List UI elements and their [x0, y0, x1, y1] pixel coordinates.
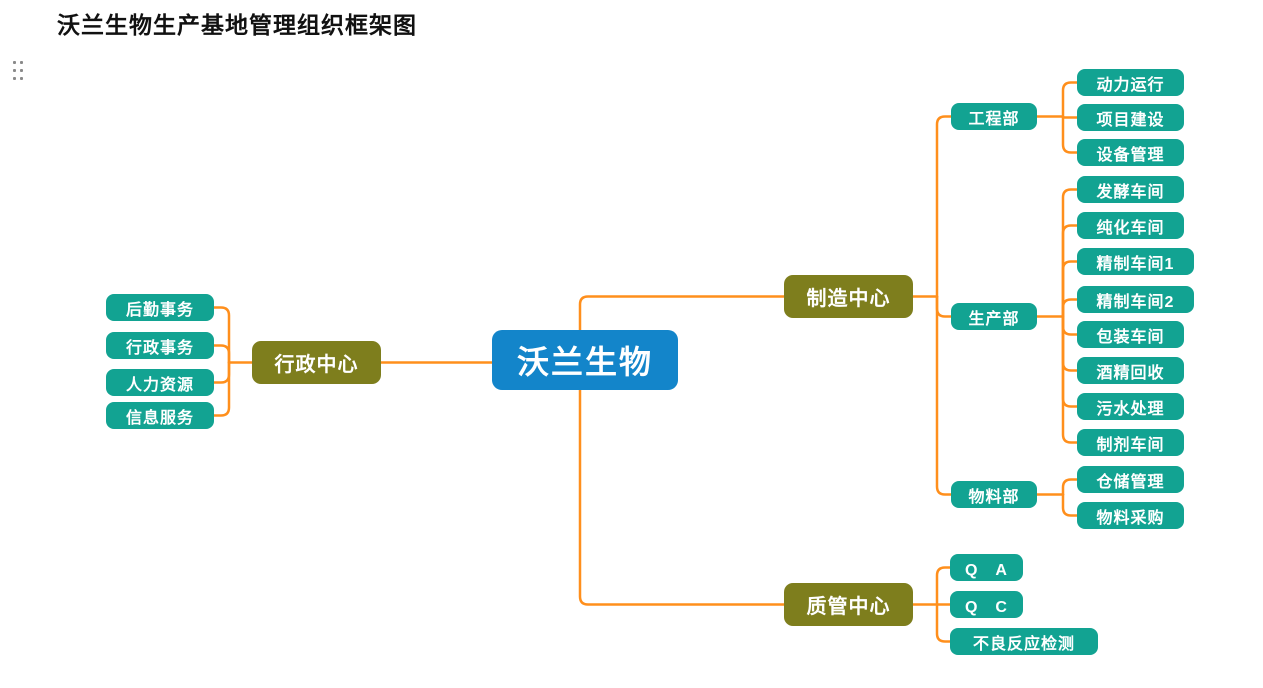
node-equipment-management[interactable]: 设备管理	[1077, 139, 1184, 166]
node-quality-center[interactable]: 质管中心	[784, 583, 913, 626]
node-qc[interactable]: Q C	[950, 591, 1023, 618]
node-power-operation[interactable]: 动力运行	[1077, 69, 1184, 96]
node-purification-workshop[interactable]: 纯化车间	[1077, 212, 1184, 239]
node-manufacturing-center[interactable]: 制造中心	[784, 275, 913, 318]
drag-handle-icon[interactable]	[13, 61, 23, 80]
node-packaging-workshop[interactable]: 包装车间	[1077, 321, 1184, 348]
node-sewage-treatment[interactable]: 污水处理	[1077, 393, 1184, 420]
node-admin-center[interactable]: 行政中心	[252, 341, 381, 384]
node-engineering-dept[interactable]: 工程部	[951, 103, 1037, 130]
node-adverse-reaction-testing[interactable]: 不良反应检测	[950, 628, 1098, 655]
node-alcohol-recovery[interactable]: 酒精回收	[1077, 357, 1184, 384]
node-preparation-workshop[interactable]: 制剂车间	[1077, 429, 1184, 456]
node-qa[interactable]: Q A	[950, 554, 1023, 581]
node-human-resources[interactable]: 人力资源	[106, 369, 214, 396]
node-root[interactable]: 沃兰生物	[492, 330, 678, 390]
node-fermentation-workshop[interactable]: 发酵车间	[1077, 176, 1184, 203]
page-title: 沃兰生物生产基地管理组织框架图	[57, 13, 417, 38]
node-refining-workshop-2[interactable]: 精制车间2	[1077, 286, 1194, 313]
node-material-procurement[interactable]: 物料采购	[1077, 502, 1184, 529]
node-warehouse-management[interactable]: 仓储管理	[1077, 466, 1184, 493]
node-refining-workshop-1[interactable]: 精制车间1	[1077, 248, 1194, 275]
node-info-services[interactable]: 信息服务	[106, 402, 214, 429]
node-project-construction[interactable]: 项目建设	[1077, 104, 1184, 131]
node-logistics-affairs[interactable]: 后勤事务	[106, 294, 214, 321]
node-materials-dept[interactable]: 物料部	[951, 481, 1037, 508]
node-production-dept[interactable]: 生产部	[951, 303, 1037, 330]
node-admin-affairs[interactable]: 行政事务	[106, 332, 214, 359]
